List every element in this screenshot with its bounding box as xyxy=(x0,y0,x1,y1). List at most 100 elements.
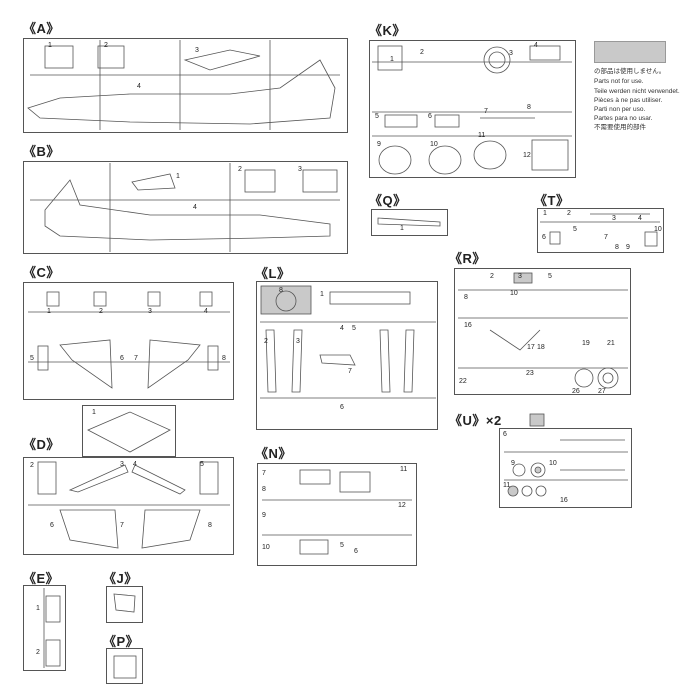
sprue-c-frame xyxy=(23,282,234,400)
sprue-d-frame xyxy=(23,457,234,555)
legend-line-de: Teile werden nicht verwendet. xyxy=(594,88,680,95)
pn-c3: 3 xyxy=(148,308,152,315)
part-u2-unused xyxy=(529,413,545,427)
legend-line-en: Parts not for use. xyxy=(594,78,644,85)
pn-r18: 18 xyxy=(537,344,545,351)
part-u11-unused xyxy=(507,485,519,497)
part-c3 xyxy=(147,291,161,307)
part-a4-fuselage-half xyxy=(27,59,336,125)
sprue-u-frame xyxy=(499,428,632,508)
sprue-label-t: 《T》 xyxy=(534,193,570,208)
part-k4 xyxy=(529,45,561,61)
pn-c7: 7 xyxy=(134,355,138,362)
pn-l3: 3 xyxy=(296,338,300,345)
part-p1 xyxy=(113,655,137,679)
part-d3 xyxy=(68,464,129,493)
pn-d5: 5 xyxy=(200,461,204,468)
sprue-b-frame xyxy=(23,161,348,254)
pn-d6: 6 xyxy=(50,522,54,529)
sprue-label-j: 《J》 xyxy=(103,571,138,586)
pn-r27: 27 xyxy=(598,388,606,395)
pn-e1: 1 xyxy=(36,605,40,612)
part-d2 xyxy=(37,461,57,495)
pn-u9: 9 xyxy=(511,460,515,467)
pn-r23: 23 xyxy=(526,370,534,377)
sprue-label-c: 《C》 xyxy=(23,265,60,280)
part-l2 xyxy=(265,329,277,393)
pn-d1: 1 xyxy=(92,409,96,416)
sprue-label-l: 《L》 xyxy=(255,266,291,281)
pn-t8: 8 xyxy=(615,244,619,251)
pn-u11: 11 xyxy=(503,482,511,489)
pn-c2: 2 xyxy=(99,308,103,315)
part-l3 xyxy=(291,329,303,393)
part-a2 xyxy=(97,45,125,69)
pn-d4: 4 xyxy=(133,461,137,468)
part-d6 xyxy=(59,509,119,549)
part-k6 xyxy=(434,114,460,128)
pn-n12: 12 xyxy=(398,502,406,509)
pn-r3: 3 xyxy=(518,273,522,280)
sprue-e-frame xyxy=(23,585,66,671)
pn-b3: 3 xyxy=(298,166,302,173)
pn-k7: 7 xyxy=(484,108,488,115)
sprue-j-frame xyxy=(106,586,143,623)
part-l8-unused xyxy=(260,285,312,315)
pn-l4: 4 xyxy=(340,325,344,332)
part-j1 xyxy=(113,593,136,613)
legend-line-fr: Pièces à ne pas utiliser. xyxy=(594,97,663,104)
legend-line-ja: の部品は使用しません。 xyxy=(594,68,666,75)
pn-a1: 1 xyxy=(48,42,52,49)
pn-r8: 8 xyxy=(464,294,468,301)
pn-r10: 10 xyxy=(510,290,518,297)
pn-l2: 2 xyxy=(264,338,268,345)
sprue-q-frame xyxy=(371,209,448,236)
pn-n6: 6 xyxy=(354,548,358,555)
pn-a3: 3 xyxy=(195,47,199,54)
pn-l5: 5 xyxy=(352,325,356,332)
pn-k9: 9 xyxy=(377,141,381,148)
part-e2 xyxy=(45,639,61,667)
part-l3b xyxy=(403,329,415,393)
pn-t5: 5 xyxy=(573,226,577,233)
part-k1 xyxy=(377,45,403,71)
part-k9 xyxy=(378,145,412,175)
part-c8 xyxy=(207,345,219,371)
pn-u16: 16 xyxy=(560,497,568,504)
pn-r2: 2 xyxy=(490,273,494,280)
sprue-label-q: 《Q》 xyxy=(369,193,407,208)
pn-r26: 26 xyxy=(572,388,580,395)
pn-n9: 9 xyxy=(262,512,266,519)
legend-line-es: Partes para no usar. xyxy=(594,115,653,122)
pn-r17: 17 xyxy=(527,344,535,351)
pn-n8: 8 xyxy=(262,486,266,493)
part-n3 xyxy=(339,471,371,493)
sprue-label-u: 《U》×2 xyxy=(449,413,502,428)
part-n4 xyxy=(299,539,329,555)
part-u9 xyxy=(512,463,526,477)
pn-t10: 10 xyxy=(654,226,662,233)
pn-c6: 6 xyxy=(120,355,124,362)
part-c5 xyxy=(37,345,49,371)
pn-t1: 1 xyxy=(543,210,547,217)
pn-c1: 1 xyxy=(47,308,51,315)
sprue-n-frame xyxy=(257,463,417,566)
part-k11 xyxy=(473,140,507,170)
part-r3-unused xyxy=(513,272,533,284)
pn-b1: 1 xyxy=(176,173,180,180)
pn-n5: 5 xyxy=(340,542,344,549)
sprue-label-n: 《N》 xyxy=(255,446,292,461)
sprue-label-p: 《P》 xyxy=(103,634,140,649)
part-c1 xyxy=(46,291,60,307)
sprue-r-frame xyxy=(454,268,631,395)
part-r27 xyxy=(597,367,619,389)
sprue-label-a: 《A》 xyxy=(23,21,60,36)
pn-k12: 12 xyxy=(523,152,531,159)
part-t6 xyxy=(549,231,561,245)
pn-b4: 4 xyxy=(193,204,197,211)
part-d5 xyxy=(199,461,219,495)
part-k3-tire xyxy=(483,46,511,74)
part-d1-canopy xyxy=(87,411,171,453)
sprue-label-r: 《R》 xyxy=(449,251,486,266)
